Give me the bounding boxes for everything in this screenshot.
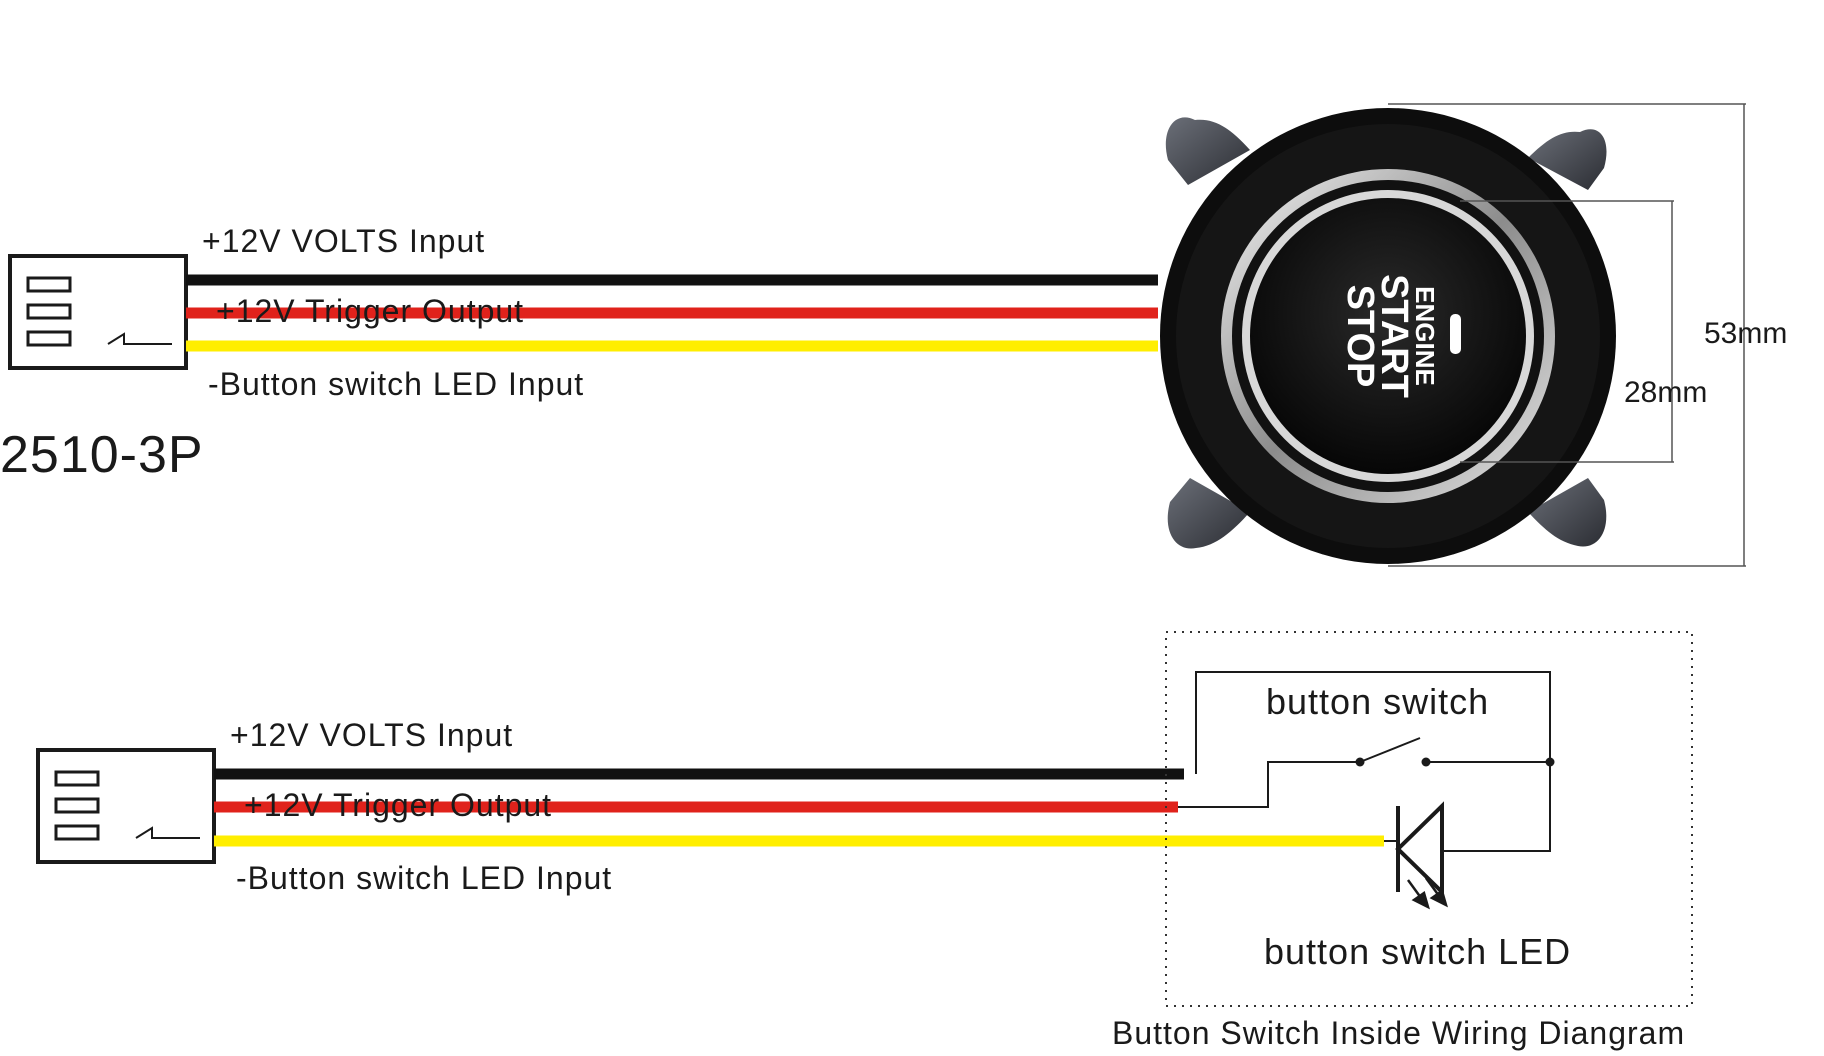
top-led-input-label: -Button switch LED Input bbox=[208, 366, 584, 402]
bottom-led-input-label: -Button switch LED Input bbox=[236, 860, 612, 896]
switch-contact bbox=[1355, 757, 1365, 767]
pin-slot bbox=[26, 330, 72, 347]
led-label: button switch LED bbox=[1264, 931, 1571, 972]
dimension-lines bbox=[1388, 103, 1746, 567]
engine-start-button: ENGINE START STOP bbox=[1160, 108, 1616, 564]
schematic-boundary bbox=[1165, 631, 1693, 1007]
pin-slot bbox=[26, 303, 72, 320]
diagram-caption: Button Switch Inside Wiring Diangram bbox=[1112, 1015, 1685, 1051]
button-legend-line-2: START bbox=[1373, 274, 1415, 398]
mount-tab bbox=[1165, 117, 1250, 185]
pin-one-marker bbox=[135, 826, 200, 839]
bottom-connector bbox=[36, 748, 216, 864]
internal-circuit bbox=[1178, 671, 1551, 852]
bottom-wires bbox=[214, 768, 1384, 847]
led-light-arrows bbox=[1406, 877, 1448, 910]
connector-model-label: 2510-3P bbox=[0, 426, 204, 484]
mount-tab bbox=[1167, 478, 1250, 549]
pin-slot bbox=[26, 276, 72, 293]
pin-slot bbox=[54, 770, 100, 787]
mount-tab bbox=[1528, 478, 1607, 547]
junction-node bbox=[1545, 757, 1555, 767]
switch-contact bbox=[1421, 757, 1431, 767]
pin-one-marker bbox=[107, 332, 172, 345]
bottom-volts-input-label: +12V VOLTS Input bbox=[230, 717, 513, 753]
led-symbol bbox=[1395, 801, 1444, 897]
button-indicator-bar bbox=[1450, 314, 1461, 354]
switch-lever bbox=[1359, 737, 1421, 763]
button-legend-line-3: STOP bbox=[1339, 285, 1381, 388]
button-legend-line-1: ENGINE bbox=[1410, 286, 1440, 386]
pin-slot bbox=[54, 824, 100, 841]
top-trigger-output-label: +12V Trigger Output bbox=[216, 293, 524, 329]
top-connector bbox=[8, 254, 188, 370]
bottom-trigger-output-label: +12V Trigger Output bbox=[244, 787, 552, 823]
top-wires bbox=[186, 274, 1158, 352]
inner-diameter-label: 28mm bbox=[1624, 376, 1707, 409]
pin-slot bbox=[54, 797, 100, 814]
outer-diameter-label: 53mm bbox=[1704, 317, 1787, 350]
mount-tab bbox=[1528, 129, 1607, 190]
top-volts-input-label: +12V VOLTS Input bbox=[202, 223, 485, 259]
switch-label: button switch bbox=[1266, 681, 1489, 722]
